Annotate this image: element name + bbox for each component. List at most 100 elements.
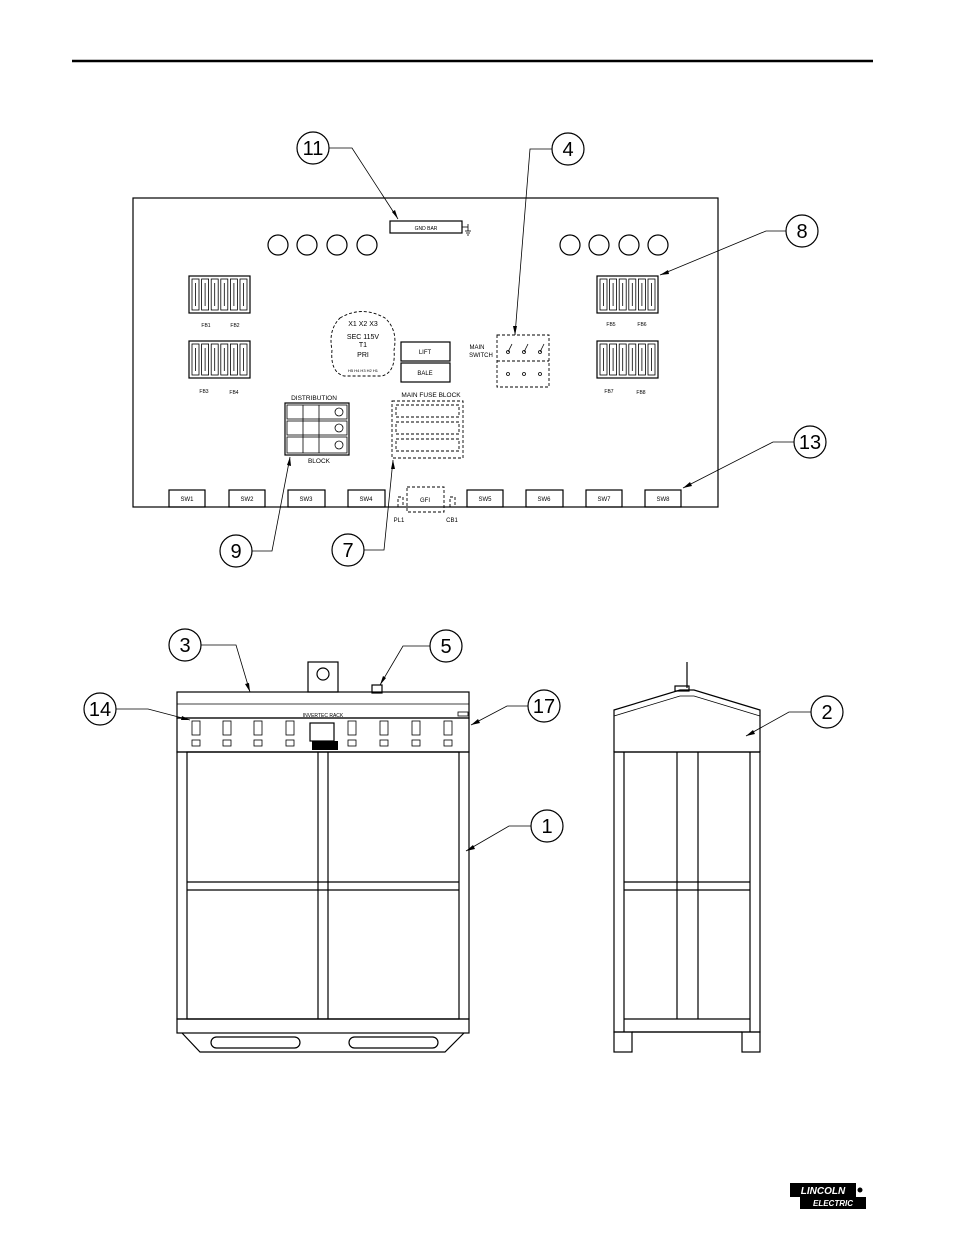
rack-side-view xyxy=(613,662,761,1053)
lift-label: LIFT xyxy=(419,350,432,356)
fuse-holder xyxy=(618,343,627,376)
fb5-label: FB5 xyxy=(606,322,615,328)
rack-switch xyxy=(222,720,232,736)
fuse-holder xyxy=(220,278,229,311)
fb2-label: FB2 xyxy=(230,323,239,329)
gnd-bar-label: GND BAR xyxy=(415,226,438,232)
gfi-outlet: GFI PL1 CB1 xyxy=(394,486,458,524)
rack-receptacle xyxy=(443,739,453,747)
rack-receptacle xyxy=(411,739,421,747)
sw8-label: SW8 xyxy=(656,497,670,503)
fb4-label: FB4 xyxy=(229,390,238,396)
fuse-holder xyxy=(201,278,210,311)
callout-11: 11 xyxy=(296,131,399,220)
fuse-block-body xyxy=(188,275,251,314)
logo-line1: LINCOLN xyxy=(801,1186,846,1197)
rack-receptacle xyxy=(253,739,263,747)
svg-text:9: 9 xyxy=(230,541,241,563)
fb6-label: FB6 xyxy=(637,322,646,328)
fuse-holder xyxy=(191,278,200,311)
main-fuse-block: MAIN FUSE BLOCK xyxy=(391,392,464,459)
pl1-label: PL1 xyxy=(394,518,405,524)
fuse-holder xyxy=(638,278,646,311)
fuse-holder xyxy=(647,278,656,311)
rack-switch xyxy=(443,720,453,736)
svg-text:1: 1 xyxy=(541,816,552,838)
svg-text:3: 3 xyxy=(179,635,190,657)
callout-9: 9 xyxy=(219,456,291,568)
fb7-label: FB7 xyxy=(604,389,613,395)
callout-14: 14 xyxy=(83,692,191,726)
svg-text:SEC 115V: SEC 115V xyxy=(347,334,379,341)
callout-7: 7 xyxy=(331,459,395,567)
fuse-holder xyxy=(220,343,229,376)
fb3-label: FB3 xyxy=(199,389,208,395)
logo-line2: ELECTRIC xyxy=(813,1199,853,1208)
sw6-label: SW6 xyxy=(537,497,551,503)
fuse-holder xyxy=(239,278,248,311)
rack-switch xyxy=(191,720,201,736)
fuse-holder xyxy=(229,343,238,376)
svg-text:2: 2 xyxy=(821,702,832,724)
callout-4: 4 xyxy=(513,132,585,336)
fb1-label: FB1 xyxy=(201,323,210,329)
main-switch: MAIN SWITCH xyxy=(469,334,550,388)
main-fuse-block-label: MAIN FUSE BLOCK xyxy=(401,392,461,399)
callout-3: 3 xyxy=(168,628,251,693)
rack-receptacle xyxy=(222,739,232,747)
gnd-bar: GND BAR xyxy=(389,220,471,236)
fuse-holder xyxy=(239,343,248,376)
callout-8: 8 xyxy=(659,214,819,276)
sw5-label: SW5 xyxy=(478,497,492,503)
fuse-holder xyxy=(191,343,200,376)
svg-text:11: 11 xyxy=(303,138,324,160)
distribution-label: DISTRIBUTION xyxy=(291,395,337,402)
svg-text:8: 8 xyxy=(796,221,807,243)
fuse-block-body xyxy=(596,340,659,379)
callout-13: 13 xyxy=(682,425,827,489)
knockout-holes xyxy=(267,234,669,256)
callout-5: 5 xyxy=(379,629,463,686)
fuse-blocks xyxy=(188,275,659,379)
fuse-holder xyxy=(609,343,617,376)
sw7-label: SW7 xyxy=(597,497,611,503)
fuse-holder xyxy=(229,278,238,311)
transformer-t1: X1 X2 X3 SEC 115V T1 PRI H5 H4 H3 H2 H1 xyxy=(330,311,396,377)
callout-2: 2 xyxy=(745,695,844,737)
rack-switch xyxy=(411,720,421,736)
rack-switch xyxy=(253,720,263,736)
svg-text:4: 4 xyxy=(562,139,573,161)
lincoln-electric-logo: LINCOLN ELECTRIC xyxy=(790,1183,866,1209)
fuse-holder xyxy=(647,343,656,376)
svg-text:17: 17 xyxy=(533,696,555,718)
fuse-holder xyxy=(599,278,608,311)
svg-text:5: 5 xyxy=(440,636,451,658)
rack-label: INVERTEC RACK xyxy=(303,713,344,719)
svg-text:14: 14 xyxy=(89,699,111,721)
callout-1: 1 xyxy=(465,809,564,852)
sw3-label: SW3 xyxy=(299,497,313,503)
fuse-holder xyxy=(210,278,219,311)
sw2-label: SW2 xyxy=(240,497,254,503)
svg-text:X1 X2 X3: X1 X2 X3 xyxy=(348,321,378,328)
output-switches: SW1 SW2 SW3 SW4 SW5 SW6 SW7 SW8 xyxy=(168,489,682,508)
rack-switch xyxy=(347,720,357,736)
svg-text:T1: T1 xyxy=(359,342,367,349)
fuse-holder xyxy=(628,278,637,311)
fuse-block-body xyxy=(596,275,659,314)
lift-bale-switches: LIFT BALE xyxy=(400,341,451,383)
fuse-holder xyxy=(609,278,617,311)
svg-text:MAIN: MAIN xyxy=(470,345,485,351)
fuse-block-body xyxy=(188,340,251,379)
fuse-holder xyxy=(599,343,608,376)
control-panel: GND BAR FB1 FB2 FB3 FB4 FB5 FB6 FB7 FB8 xyxy=(132,197,719,524)
sw4-label: SW4 xyxy=(359,497,373,503)
cb1-label: CB1 xyxy=(446,518,458,524)
svg-text:SWITCH: SWITCH xyxy=(469,353,493,359)
rack-switch xyxy=(379,720,389,736)
fuse-holder xyxy=(210,343,219,376)
bale-label: BALE xyxy=(417,371,432,377)
rack-receptacle xyxy=(379,739,389,747)
fb8-label: FB8 xyxy=(636,390,645,396)
